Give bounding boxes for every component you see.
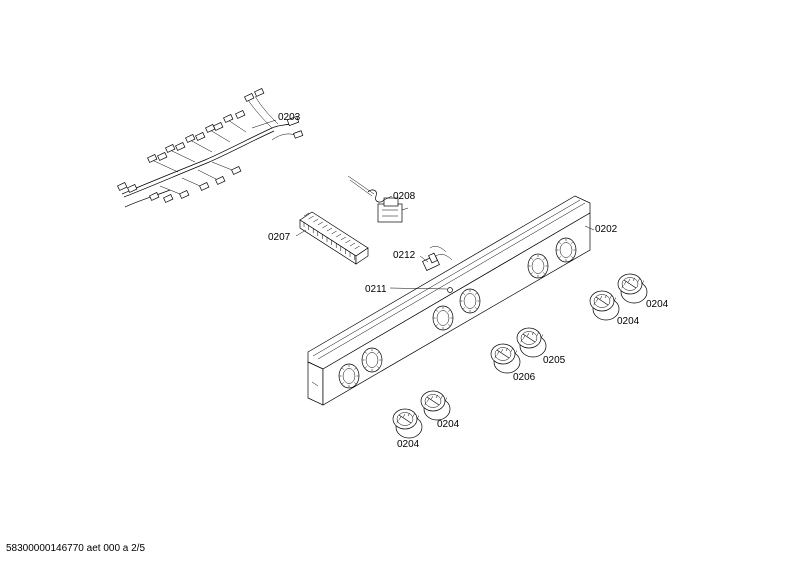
thermostat-part — [347, 175, 409, 223]
control-knob — [392, 408, 423, 439]
panel-dial-hole — [361, 347, 383, 373]
control-knobs — [392, 273, 648, 439]
callout-0205: 0205 — [543, 355, 566, 366]
callout-0212: 0212 — [393, 250, 416, 261]
control-knob — [420, 390, 451, 421]
panel-dial-hole — [555, 237, 577, 263]
callout-0206: 0206 — [513, 372, 536, 383]
callout-0207: 0207 — [268, 232, 291, 243]
drawing-number: 58300000146770 aet 000 a 2/5 — [6, 543, 146, 554]
callout-0203: 0203 — [278, 112, 301, 123]
callout-0204-left-top: 0204 — [437, 419, 460, 430]
callout-0204-right-top: 0204 — [646, 299, 669, 310]
control-knob — [490, 343, 521, 374]
callout-0211: 0211 — [365, 284, 387, 295]
panel-dial-hole — [527, 253, 549, 279]
panel-dial-hole — [338, 363, 360, 389]
callout-0204-right-bottom: 0204 — [617, 316, 640, 327]
wiring-harness-part — [117, 88, 304, 208]
leader-lines — [251, 119, 595, 290]
callout-0202: 0202 — [595, 224, 618, 235]
control-knob — [617, 273, 648, 304]
panel-dial-hole — [459, 288, 481, 314]
control-knob — [516, 327, 547, 358]
control-knob — [589, 290, 620, 321]
switch-part — [422, 246, 453, 271]
terminal-block-part — [299, 211, 369, 265]
panel-dial-hole — [432, 305, 454, 331]
callout-0204-left-bottom: 0204 — [397, 439, 420, 450]
callout-0208: 0208 — [393, 191, 416, 202]
control-panel-part — [307, 195, 591, 406]
